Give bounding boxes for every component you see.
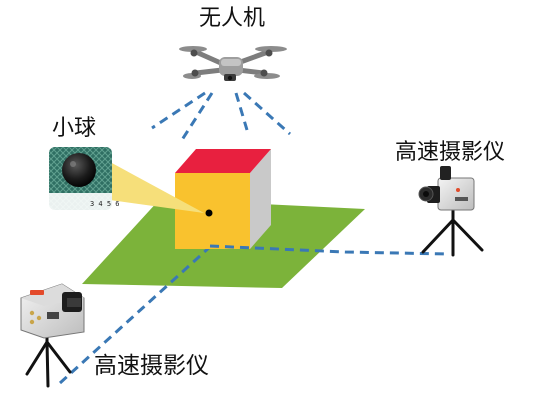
ball-photo-icon: 3 4 5 6	[49, 147, 120, 210]
high-speed-camera-icon	[418, 166, 475, 211]
tripod-icon	[421, 208, 484, 257]
left-camera-label: 高速摄影仪	[94, 353, 209, 379]
cube-front-face	[175, 173, 250, 249]
drone-label: 无人机	[199, 6, 266, 31]
sight-line-right-camera	[209, 244, 449, 256]
high-speed-camera-icon	[20, 283, 85, 339]
right-camera-label: 高速摄影仪	[395, 140, 506, 165]
cube-top-face	[175, 149, 271, 173]
ball-label: 小球	[52, 116, 97, 141]
ball-callout-wedge	[110, 162, 204, 213]
ball-scale-digits: 3 4 5 6	[90, 200, 120, 208]
drone-sight-lines	[151, 91, 291, 144]
cube	[175, 149, 271, 249]
high-speed-camera-left	[20, 283, 85, 388]
drone-icon	[179, 46, 287, 81]
high-speed-camera-right	[418, 166, 484, 257]
ball-position-marker	[205, 209, 213, 217]
cube-side-face	[250, 149, 271, 249]
